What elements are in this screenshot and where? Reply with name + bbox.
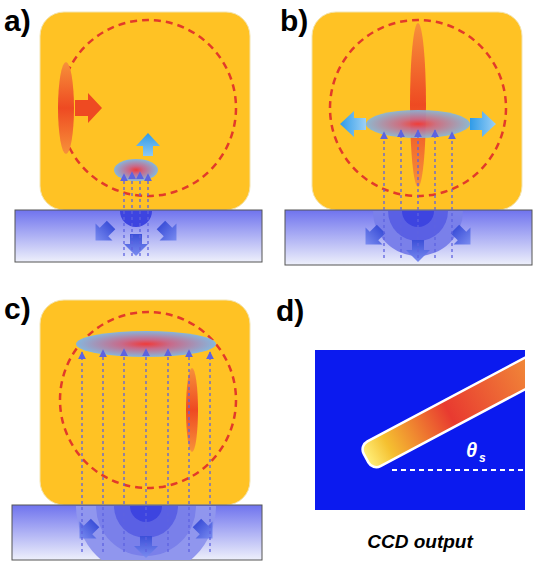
panel-label: a) xyxy=(4,6,31,36)
dashed-ray xyxy=(167,349,168,552)
blue-arrow xyxy=(136,133,160,156)
dashed-ray xyxy=(147,174,148,256)
panel-d xyxy=(315,347,538,510)
dashed-ray xyxy=(188,350,189,552)
blue-arrow xyxy=(470,111,496,137)
panel-c xyxy=(12,300,262,572)
panel-a xyxy=(15,12,262,262)
orange-wavefront xyxy=(58,62,74,154)
panel-label: d) xyxy=(276,296,304,326)
angle-subscript: s xyxy=(479,452,486,464)
dashed-ray xyxy=(434,130,435,258)
panel-label: c) xyxy=(4,294,31,324)
dashed-ray xyxy=(131,172,132,256)
sample-square xyxy=(40,12,250,210)
reference-line xyxy=(392,469,525,471)
dashed-circle xyxy=(60,20,236,196)
dashed-circle xyxy=(330,20,506,196)
substrate-block xyxy=(15,210,262,262)
block-arrow xyxy=(188,514,221,547)
dashed-ray xyxy=(123,174,124,256)
panel-b xyxy=(285,12,532,265)
red-arrow xyxy=(75,93,102,123)
substrate-block xyxy=(12,505,262,560)
blue-arrow xyxy=(340,111,366,137)
block-arrow xyxy=(357,220,390,253)
sample-square xyxy=(312,12,522,210)
block-arrow xyxy=(446,220,479,253)
angle-symbol: θ xyxy=(466,440,477,460)
dashed-ray xyxy=(81,352,82,552)
panel-label: b) xyxy=(280,6,308,36)
dashed-ray xyxy=(451,132,452,258)
orange-wavefront xyxy=(410,23,426,187)
blue-pulse xyxy=(366,110,470,138)
panel-caption: CCD output xyxy=(367,532,473,551)
orange-wavefront xyxy=(186,368,198,452)
sample-square xyxy=(40,300,250,505)
dashed-ray xyxy=(123,349,124,552)
streak-bar xyxy=(359,350,525,470)
dashed-ray xyxy=(383,132,384,258)
block-arrow xyxy=(71,514,104,547)
dashed-ray xyxy=(417,130,418,258)
block-arrow xyxy=(152,216,185,249)
dashed-ray xyxy=(145,349,146,552)
dashed-ray xyxy=(209,352,210,552)
dashed-ray xyxy=(139,172,140,256)
dashed-ray xyxy=(102,350,103,552)
block-arrow xyxy=(124,234,148,256)
wave-semicircle xyxy=(120,211,152,227)
dashed-ray xyxy=(400,130,401,258)
substrate-block xyxy=(285,210,532,265)
block-arrow xyxy=(87,216,120,249)
blue-pulse xyxy=(114,159,158,181)
